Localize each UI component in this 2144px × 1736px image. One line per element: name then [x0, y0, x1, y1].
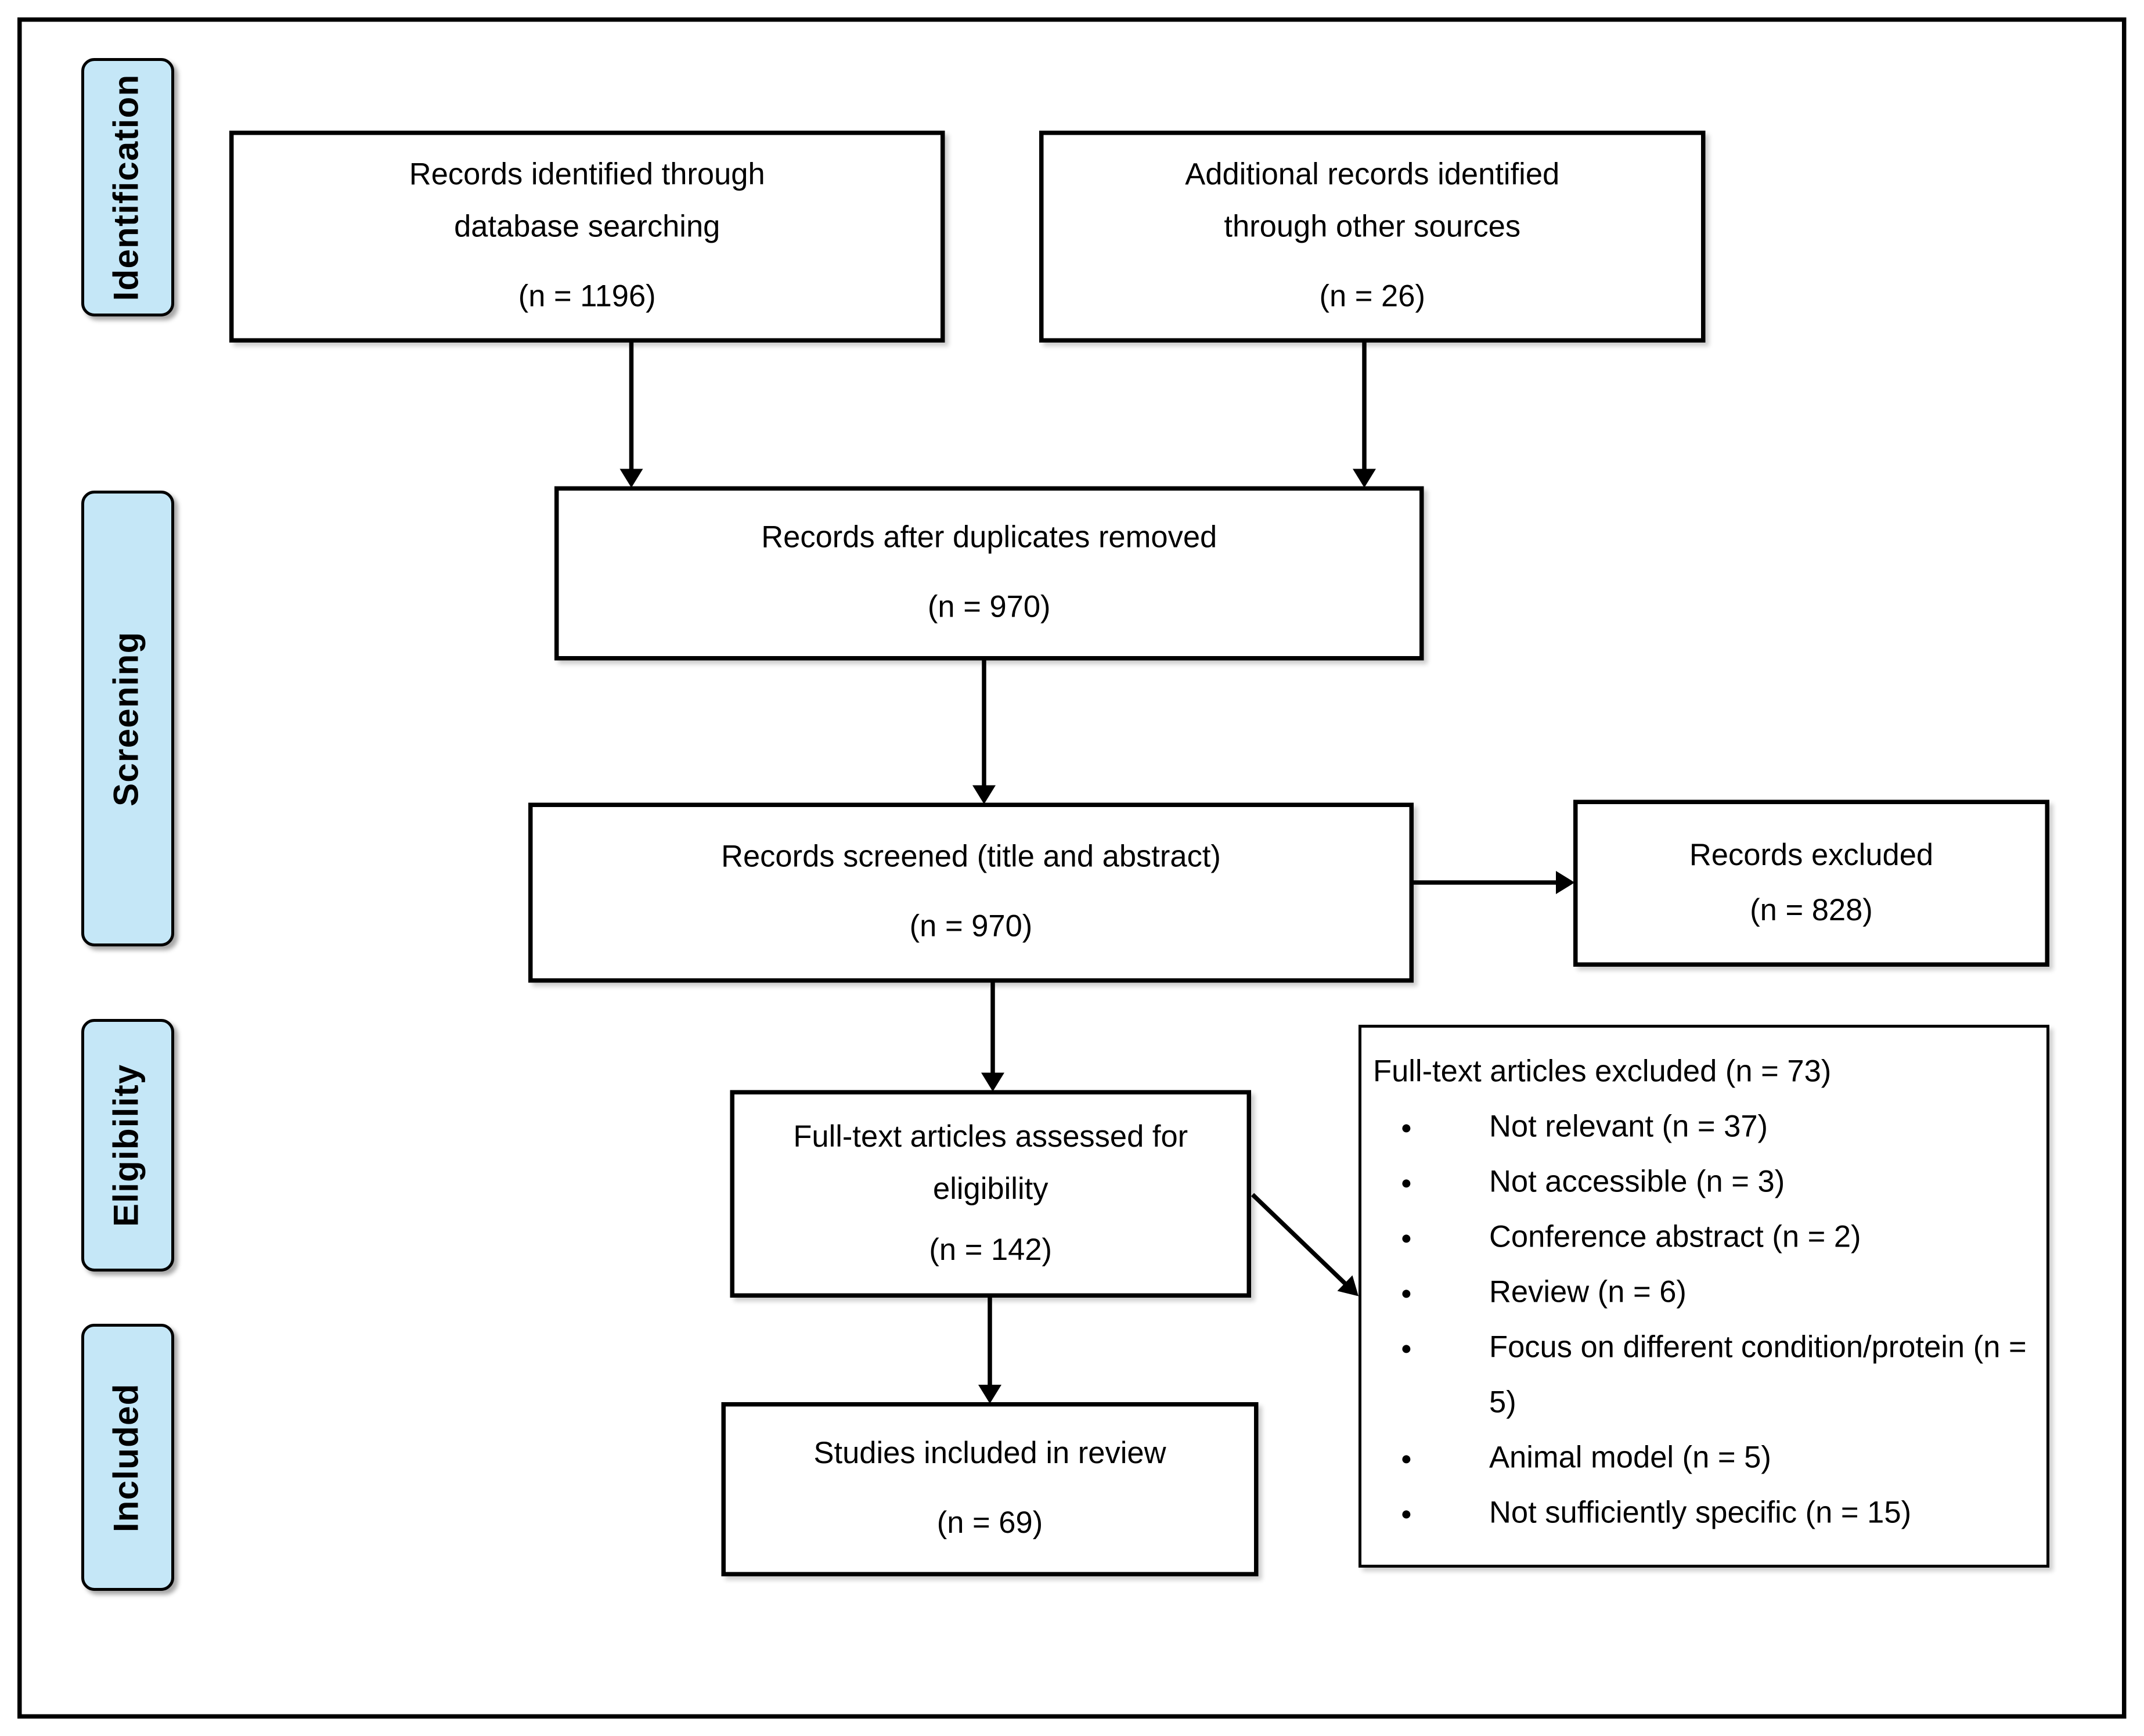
box-fulltext-assessed-count: (n = 142)	[929, 1233, 1053, 1267]
box-records-screened-label: Records screened (title and abstract)	[721, 840, 1221, 874]
stage-tab-screening: Screening	[81, 491, 174, 946]
exclusion-reason-item: Not sufficiently specific (n = 15)	[1373, 1486, 2038, 1541]
exclusion-reason-item: Not accessible (n = 3)	[1373, 1155, 2038, 1211]
exclusion-reason-item: Conference abstract (n = 2)	[1373, 1211, 2038, 1266]
box-fulltext-excluded: Full-text articles excluded (n = 73) Not…	[1359, 1025, 2049, 1568]
exclusion-reason-item: Review (n = 6)	[1373, 1266, 2038, 1321]
box-records-excluded-count: (n = 828)	[1750, 893, 1873, 927]
box-records-excluded-label: Records excluded	[1689, 838, 1934, 872]
stage-tab-included: Included	[81, 1324, 174, 1591]
exclusion-reason-item: Animal model (n = 5)	[1373, 1431, 2038, 1486]
box-records-identified-count: (n = 1196)	[518, 280, 656, 314]
box-additional-records-label: Additional records identified through ot…	[1185, 158, 1560, 244]
fulltext-excluded-title: Full-text articles excluded (n = 73)	[1373, 1055, 1832, 1089]
box-records-excluded: Records excluded (n = 828)	[1573, 799, 2049, 967]
box-fulltext-assessed: Full-text articles assessed for eligibil…	[730, 1090, 1251, 1298]
box-duplicates-removed-count: (n = 970)	[927, 590, 1051, 625]
diagram-outer-frame	[17, 17, 2127, 1719]
box-studies-included: Studies included in review (n = 69)	[721, 1402, 1259, 1576]
stage-label-included: Included	[107, 1382, 147, 1532]
box-duplicates-removed: Records after duplicates removed (n = 97…	[554, 486, 1424, 661]
stage-tab-eligibility: Eligibility	[81, 1019, 174, 1272]
box-additional-records-count: (n = 26)	[1319, 280, 1425, 314]
box-records-identified-label: Records identified through database sear…	[409, 158, 765, 244]
box-records-screened-count: (n = 970)	[909, 910, 1033, 944]
box-duplicates-removed-label: Records after duplicates removed	[761, 521, 1217, 555]
stage-label-identification: Identification	[107, 74, 147, 301]
box-fulltext-assessed-label: Full-text articles assessed for eligibil…	[793, 1119, 1188, 1206]
box-additional-records: Additional records identified through ot…	[1039, 131, 1706, 343]
exclusion-reason-item: Focus on different condition/protein (n …	[1373, 1321, 2038, 1431]
stage-tab-identification: Identification	[81, 58, 174, 316]
box-records-identified: Records identified through database sear…	[229, 131, 945, 343]
box-studies-included-count: (n = 69)	[936, 1507, 1043, 1540]
exclusion-reason-item: Not relevant (n = 37)	[1373, 1100, 2038, 1155]
fulltext-excluded-reason-list: Not relevant (n = 37)Not accessible (n =…	[1373, 1100, 2038, 1541]
stage-label-screening: Screening	[107, 631, 147, 806]
box-records-screened: Records screened (title and abstract) (n…	[528, 802, 1414, 983]
box-studies-included-label: Studies included in review	[813, 1437, 1166, 1471]
stage-label-eligibility: Eligibility	[107, 1064, 147, 1227]
